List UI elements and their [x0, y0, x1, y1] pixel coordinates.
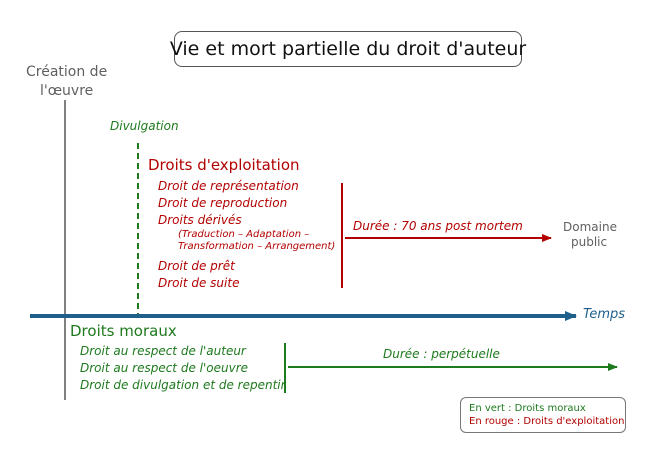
public-domain-line1: Domaine — [563, 220, 617, 234]
public-domain-line2: public — [571, 235, 608, 249]
legend-box: En vert : Droits moraux En rouge : Droit… — [460, 397, 626, 433]
page-title: Vie et mort partielle du droit d'auteur — [170, 31, 526, 67]
exploitation-item: Droit de suite — [158, 276, 240, 290]
derived-note-line1: (Traduction – Adaptation – — [178, 229, 310, 240]
creation-label-line2: l'œuvre — [40, 83, 94, 99]
legend-green-entry: En vert : Droits moraux — [469, 403, 586, 414]
creation-label-line1: Création de — [26, 64, 108, 80]
exploitation-item: Droit de reproduction — [158, 196, 288, 210]
moral-duration: Durée : perpétuelle — [383, 347, 500, 361]
divulgation-label: Divulgation — [110, 119, 179, 133]
exploitation-item: Droit de représentation — [158, 179, 299, 193]
legend-red-entry: En rouge : Droits d'exploitation — [469, 416, 625, 427]
moral-item: Droit de divulgation et de repentir — [80, 378, 286, 392]
exploitation-item: Droits dérivés — [158, 213, 242, 227]
exploitation-item: Droit de prêt — [158, 259, 235, 273]
moral-heading: Droits moraux — [70, 322, 177, 340]
moral-item: Droit au respect de l'oeuvre — [80, 361, 249, 375]
exploitation-heading: Droits d'exploitation — [148, 156, 300, 174]
time-axis-label: Temps — [583, 307, 626, 322]
moral-item: Droit au respect de l'auteur — [80, 344, 246, 358]
exploitation-duration: Durée : 70 ans post mortem — [353, 219, 523, 233]
derived-note-line2: Transformation – Arrangement) — [178, 241, 336, 252]
